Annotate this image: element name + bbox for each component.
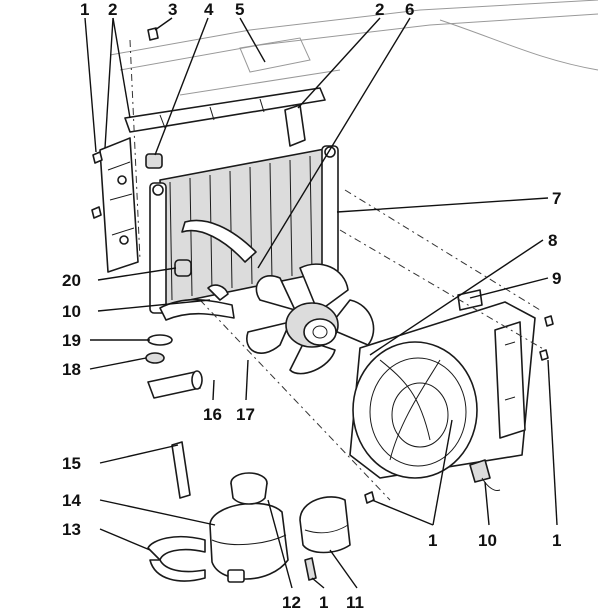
callout-16: 16 [203, 405, 222, 424]
callout-labels: 1 2 3 4 5 2 6 7 8 9 20 10 19 18 16 17 15… [62, 0, 561, 612]
bolts [91, 27, 554, 504]
callout-1-top: 1 [80, 0, 89, 19]
callout-5: 5 [235, 0, 244, 19]
expansion-tank [147, 502, 289, 583]
left-side-bracket [99, 137, 139, 273]
upper-hose [181, 219, 257, 263]
engine-bay-background-sketch [109, 0, 599, 96]
callout-9: 9 [552, 269, 561, 288]
callout-20: 20 [62, 271, 81, 290]
level-sensor [304, 557, 317, 581]
callout-11: 11 [346, 593, 364, 612]
callout-3: 3 [168, 0, 177, 19]
callout-17: 17 [236, 405, 255, 424]
expansion-tank-cap [230, 472, 268, 505]
callout-2-right: 2 [375, 0, 384, 19]
rubber-mount-top [145, 153, 163, 169]
leader-lines [84, 17, 558, 589]
callout-15: 15 [62, 454, 81, 473]
protective-cover [299, 496, 351, 554]
right-side-bracket [284, 104, 306, 147]
fan-shroud [349, 301, 536, 479]
seal-ring-parts [145, 334, 173, 364]
callout-2-left: 2 [108, 0, 117, 19]
hose-15 [171, 441, 191, 499]
callout-19: 19 [62, 331, 81, 350]
callout-1-right: 1 [552, 531, 561, 550]
upper-cross-member [124, 87, 326, 133]
callout-7: 7 [552, 189, 561, 208]
callout-14: 14 [62, 491, 81, 510]
shroud-bracket [457, 289, 483, 311]
cooling-fan [246, 263, 375, 375]
callout-1-bottom-mid: 1 [319, 593, 328, 612]
lower-hose [159, 284, 235, 321]
callout-13: 13 [62, 520, 81, 539]
callout-12: 12 [282, 593, 301, 612]
temperature-sensor [469, 459, 501, 491]
rubber-mount-20 [174, 259, 192, 277]
hose-16 [147, 370, 203, 399]
callout-1-shroud: 1 [428, 531, 437, 550]
callout-8: 8 [548, 231, 557, 250]
callout-6: 6 [405, 0, 414, 19]
callout-18: 18 [62, 360, 81, 379]
callout-10-right: 10 [478, 531, 497, 550]
callout-10-left: 10 [62, 302, 81, 321]
callout-4: 4 [204, 0, 214, 19]
